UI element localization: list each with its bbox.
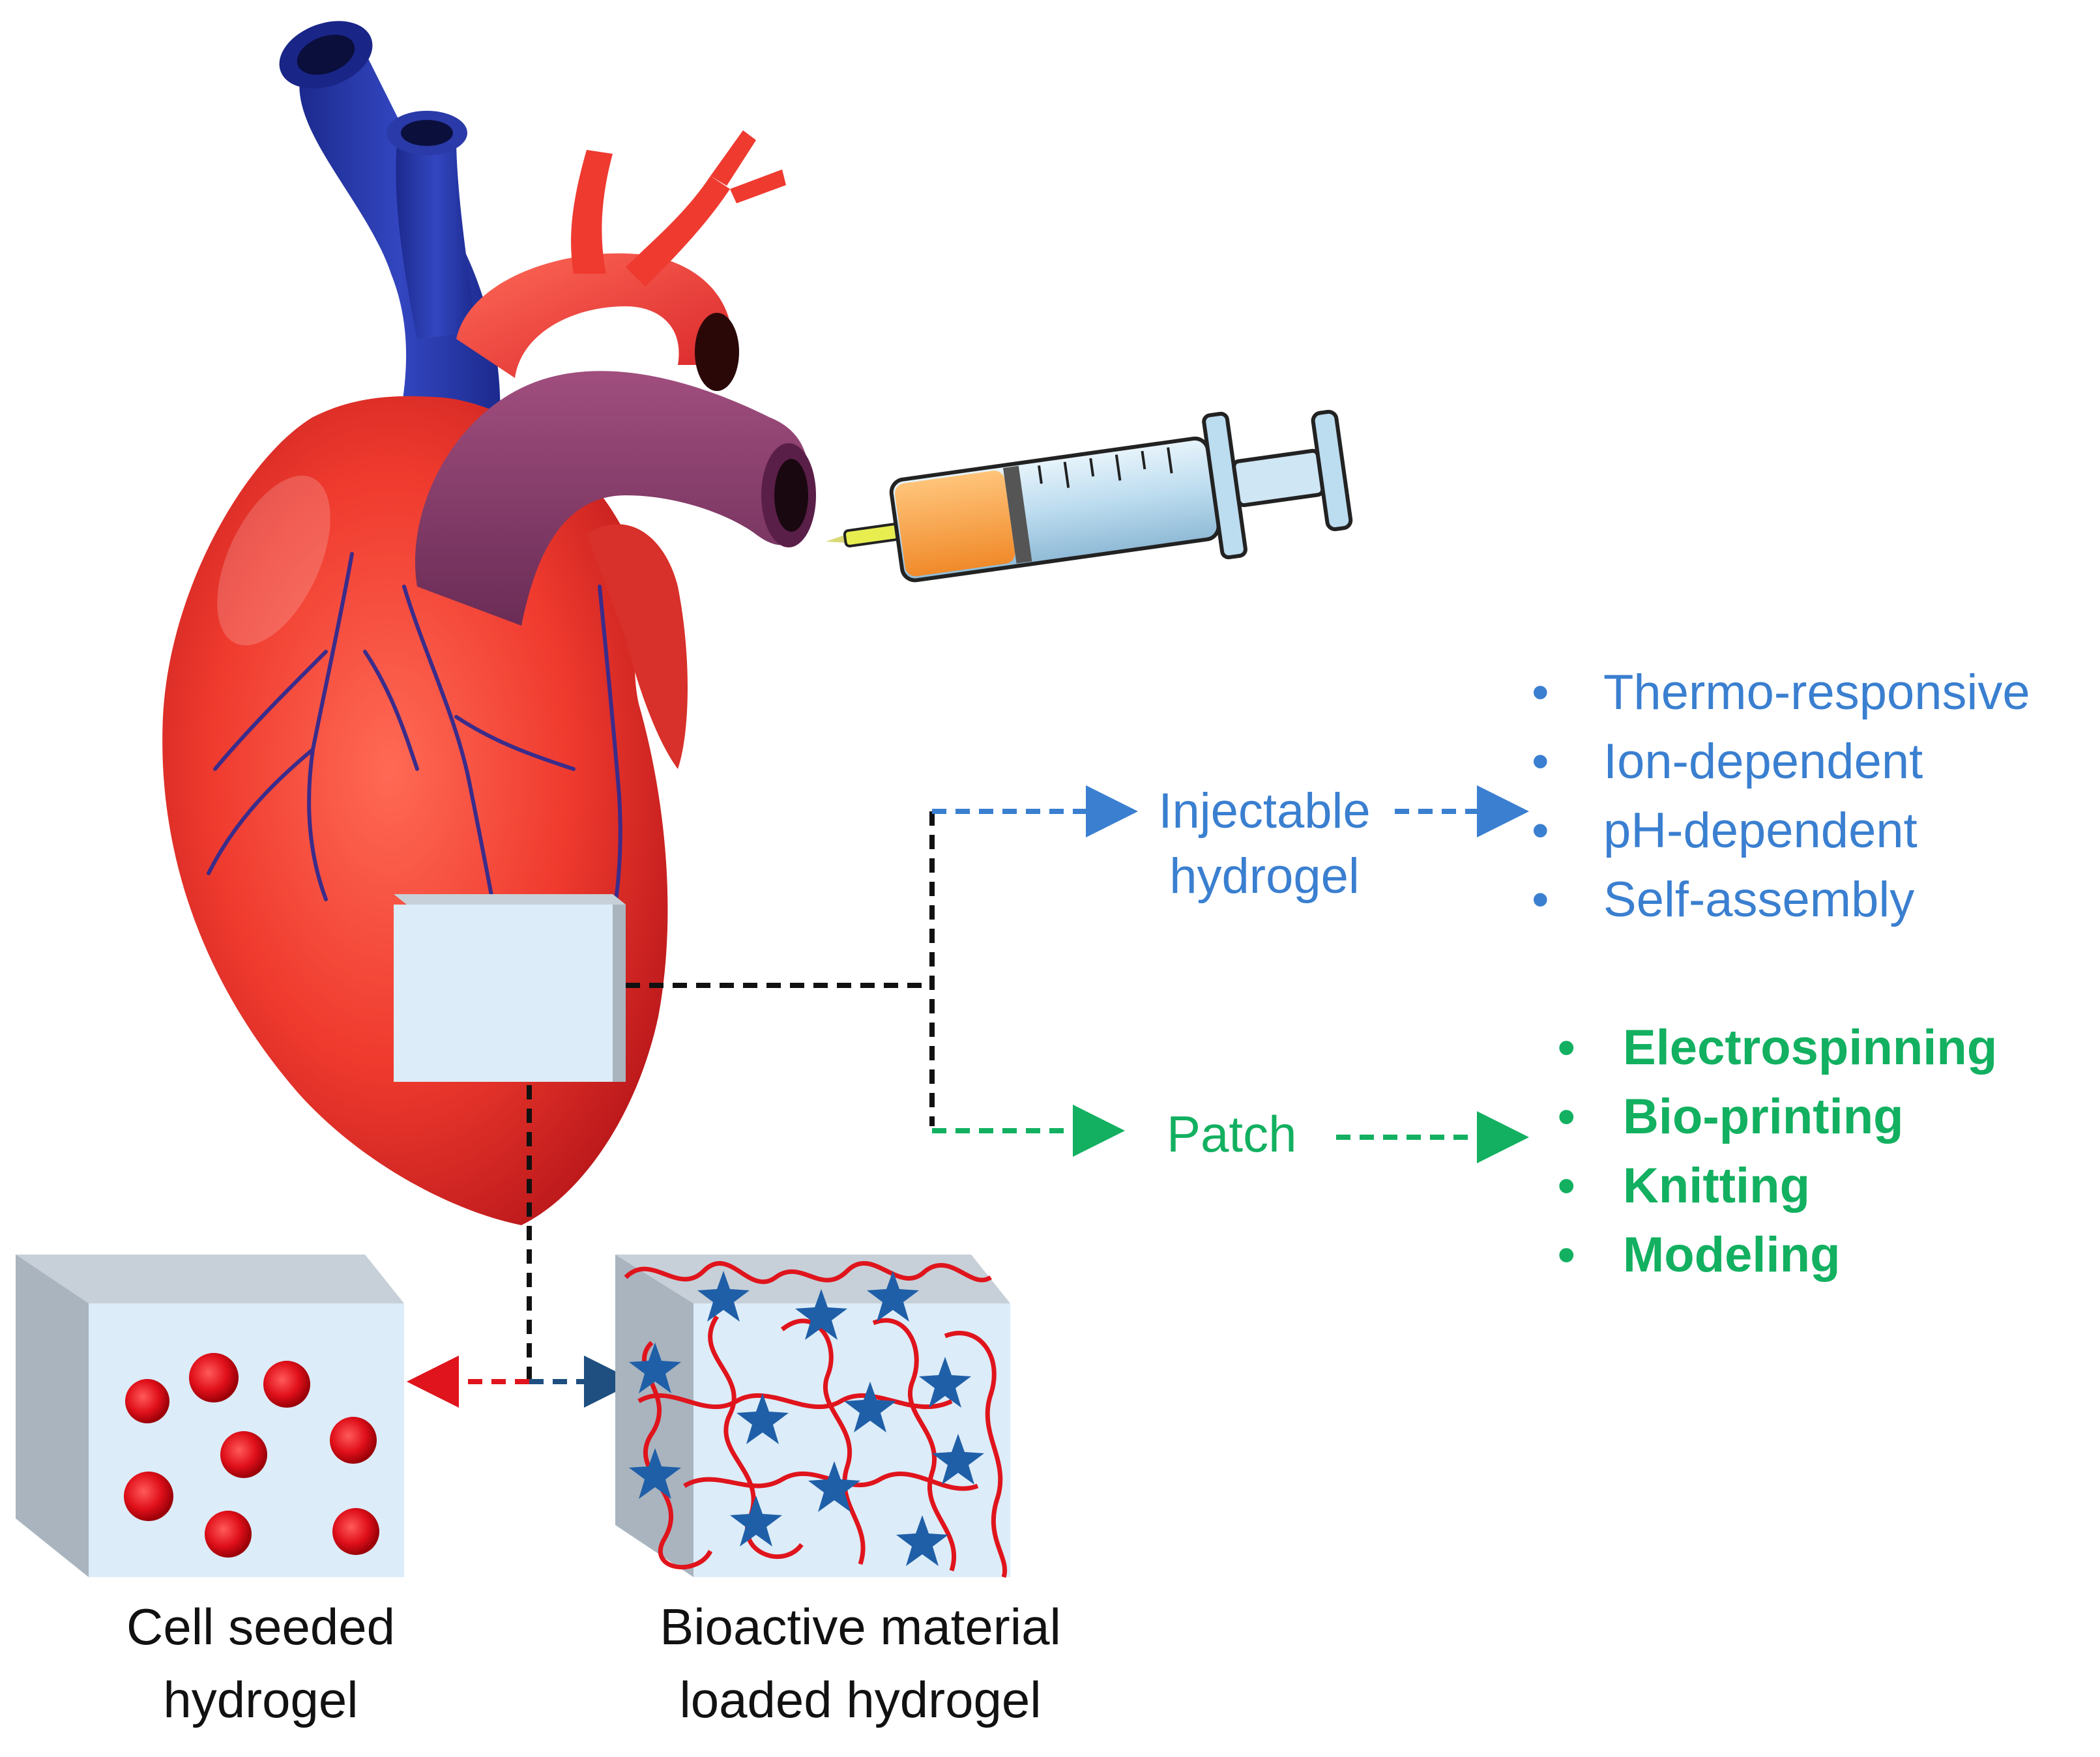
star-icon bbox=[919, 1357, 971, 1408]
cell-icon bbox=[220, 1431, 267, 1478]
cell-icon bbox=[189, 1353, 239, 1402]
bioactive-cube bbox=[615, 1255, 1010, 1578]
star-icon bbox=[697, 1271, 750, 1322]
vein-branch-icon bbox=[396, 137, 476, 339]
cell-seeded-cube bbox=[16, 1255, 404, 1577]
patch-label: Patch bbox=[1167, 1105, 1297, 1163]
cell-icon bbox=[332, 1508, 379, 1555]
syringe-icon bbox=[826, 409, 1353, 583]
list-item: •Electrospinning bbox=[1558, 1020, 1998, 1075]
cell-seeded-label: Cell seeded hydrogel bbox=[126, 1598, 395, 1728]
list-item: •Bio-printing bbox=[1558, 1089, 1904, 1144]
star-icon bbox=[867, 1271, 919, 1322]
star-icon bbox=[844, 1382, 896, 1432]
list-item: •Self-assembly bbox=[1532, 872, 1915, 927]
patch-methods-list: •Electrospinning •Bio-printing •Knitting… bbox=[1558, 1013, 2079, 1290]
artery-branch-icon bbox=[571, 150, 613, 274]
bioactive-stars bbox=[629, 1271, 984, 1566]
list-item: •Knitting bbox=[1558, 1158, 1811, 1213]
heart-illustration bbox=[162, 21, 816, 1225]
list-item: •Thermo-responsive bbox=[1532, 665, 2030, 720]
cells bbox=[124, 1353, 379, 1558]
injectable-methods-list: •Thermo-responsive •Ion-dependent •pH-de… bbox=[1532, 658, 2092, 935]
cell-icon bbox=[330, 1417, 377, 1464]
star-icon bbox=[730, 1496, 782, 1546]
star-icon bbox=[629, 1448, 681, 1499]
aorta-icon bbox=[456, 253, 733, 378]
star-icon bbox=[629, 1343, 681, 1393]
cell-icon bbox=[125, 1379, 169, 1423]
star-icon bbox=[932, 1434, 984, 1485]
cell-icon bbox=[124, 1472, 173, 1521]
heart-body bbox=[162, 396, 668, 1225]
star-icon bbox=[808, 1461, 860, 1512]
list-item: •Ion-dependent bbox=[1532, 734, 1923, 789]
star-icon bbox=[795, 1289, 847, 1340]
vena-cava-icon bbox=[299, 52, 501, 469]
connector-lines bbox=[407, 785, 1529, 1408]
patch-square bbox=[394, 894, 626, 1082]
injectable-hydrogel-label: Injectable hydrogel bbox=[1158, 783, 1371, 904]
star-icon bbox=[736, 1393, 789, 1444]
cell-icon bbox=[263, 1361, 310, 1408]
list-item: •Modeling bbox=[1558, 1227, 1841, 1283]
list-item: •pH-dependent bbox=[1532, 803, 1918, 858]
left-atrium bbox=[587, 524, 688, 769]
artery-branch-icon bbox=[626, 176, 730, 287]
bioactive-label: Bioactive material loaded hydrogel bbox=[660, 1598, 1061, 1728]
pulmonary-trunk-icon bbox=[415, 371, 810, 626]
cell-icon bbox=[205, 1511, 252, 1558]
star-icon bbox=[896, 1515, 948, 1566]
